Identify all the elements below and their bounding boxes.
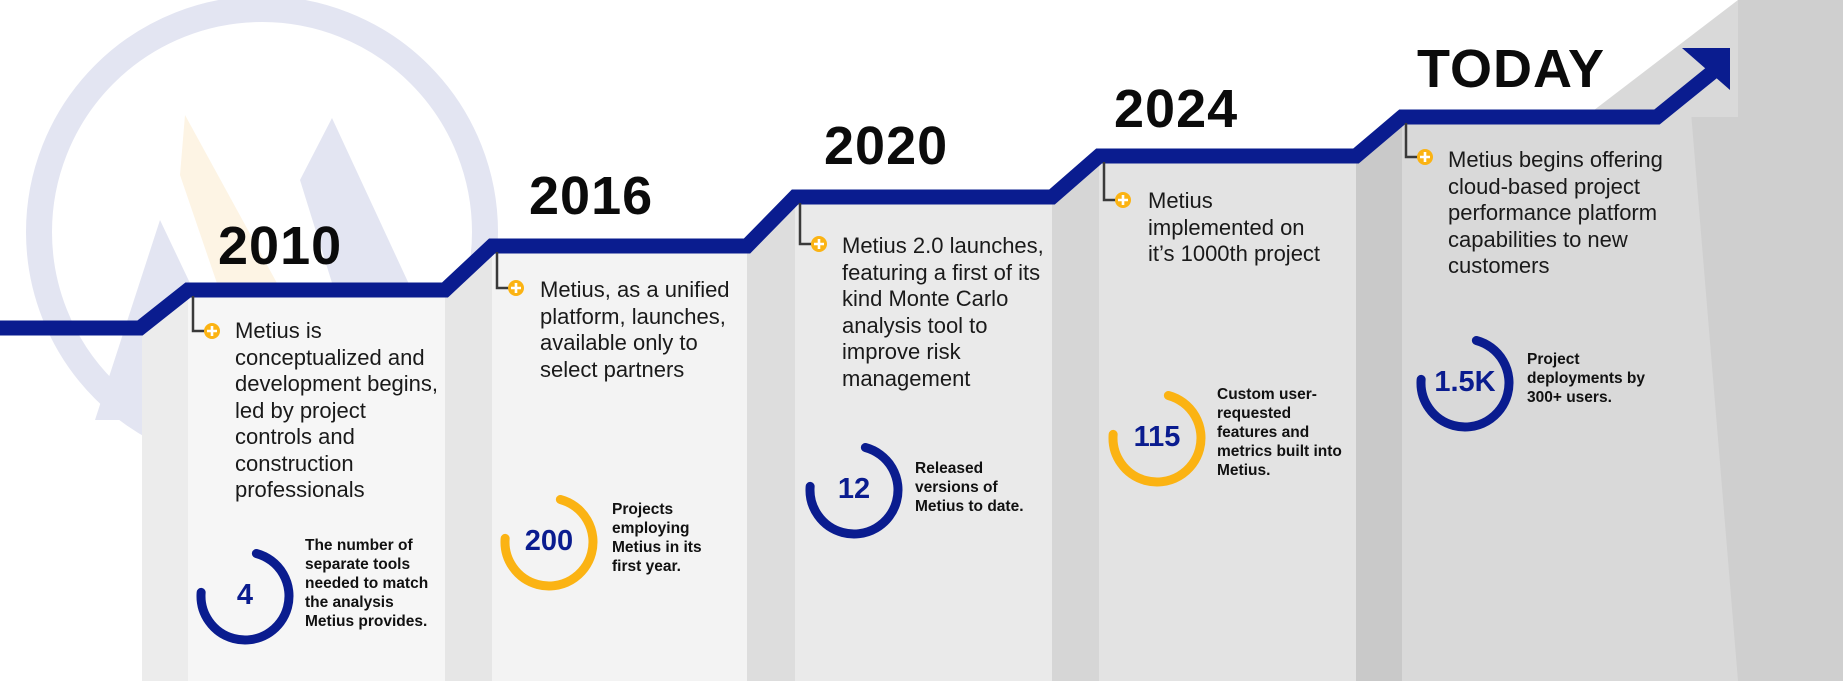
plus-circle-icon: [1115, 192, 1131, 208]
stat-value: 200: [524, 525, 574, 557]
stat-label: Project deployments by 300+ users.: [1527, 351, 1645, 406]
plus-circle-icon: [811, 236, 827, 252]
connector-2016: [495, 252, 512, 290]
step-column-2020: [795, 197, 1052, 681]
milestone-description: Metius, as a unified platform, launches,…: [540, 277, 730, 382]
step-side-2020: [747, 197, 795, 681]
step-column-2016: [492, 246, 747, 681]
stat-value: 4: [236, 579, 254, 611]
stat-ring: [196, 547, 294, 645]
stat-ring: [1108, 389, 1206, 487]
step-side-2010: [142, 290, 188, 681]
stat-ring: [805, 441, 903, 539]
plus-circle-icon: [204, 323, 220, 339]
step-side-2016: [445, 246, 492, 681]
milestone-year: 2010: [218, 216, 343, 276]
stat-label: Projects employing Metius in its first y…: [612, 501, 702, 575]
milestone-description: Metius begins offering cloud-based proje…: [1448, 147, 1663, 278]
step-side-today: [1356, 117, 1402, 681]
plus-circle-icon: [508, 280, 524, 296]
milestone-description: Metius 2.0 launches, featuring a first o…: [842, 233, 1044, 391]
connector-today: [1404, 123, 1421, 159]
step-column-2010: [188, 290, 445, 681]
stat-label: The number of separate tools needed to m…: [305, 537, 429, 630]
staircase-line: [0, 64, 1720, 336]
arrow-up-right-icon: [1682, 48, 1730, 90]
stat-value: 12: [837, 473, 871, 505]
connector-2024: [1102, 162, 1119, 202]
stat-value: 115: [1133, 421, 1181, 453]
stat-value: 1.5K: [1434, 366, 1496, 398]
connector-2020: [798, 203, 815, 246]
milestone-description: Metius implemented on it’s 1000th projec…: [1148, 188, 1321, 266]
stat-label: Custom user-requested features and metri…: [1217, 386, 1342, 479]
step-side-2024: [1052, 156, 1099, 681]
step-column-2024: [1099, 156, 1356, 681]
top-right-shape: [1690, 0, 1843, 681]
stat-ring: [500, 493, 598, 591]
stat-label: Released versions of Metius to date.: [915, 460, 1024, 515]
milestone-year: 2024: [1114, 79, 1239, 139]
milestone-year: TODAY: [1417, 39, 1606, 99]
milestone-year: 2016: [529, 166, 654, 226]
plus-circle-icon: [1417, 149, 1433, 165]
milestone-year: 2020: [824, 116, 949, 176]
stat-ring: [1416, 334, 1514, 432]
connector-2010: [191, 296, 208, 333]
milestone-description: Metius is conceptualized and development…: [235, 318, 439, 502]
